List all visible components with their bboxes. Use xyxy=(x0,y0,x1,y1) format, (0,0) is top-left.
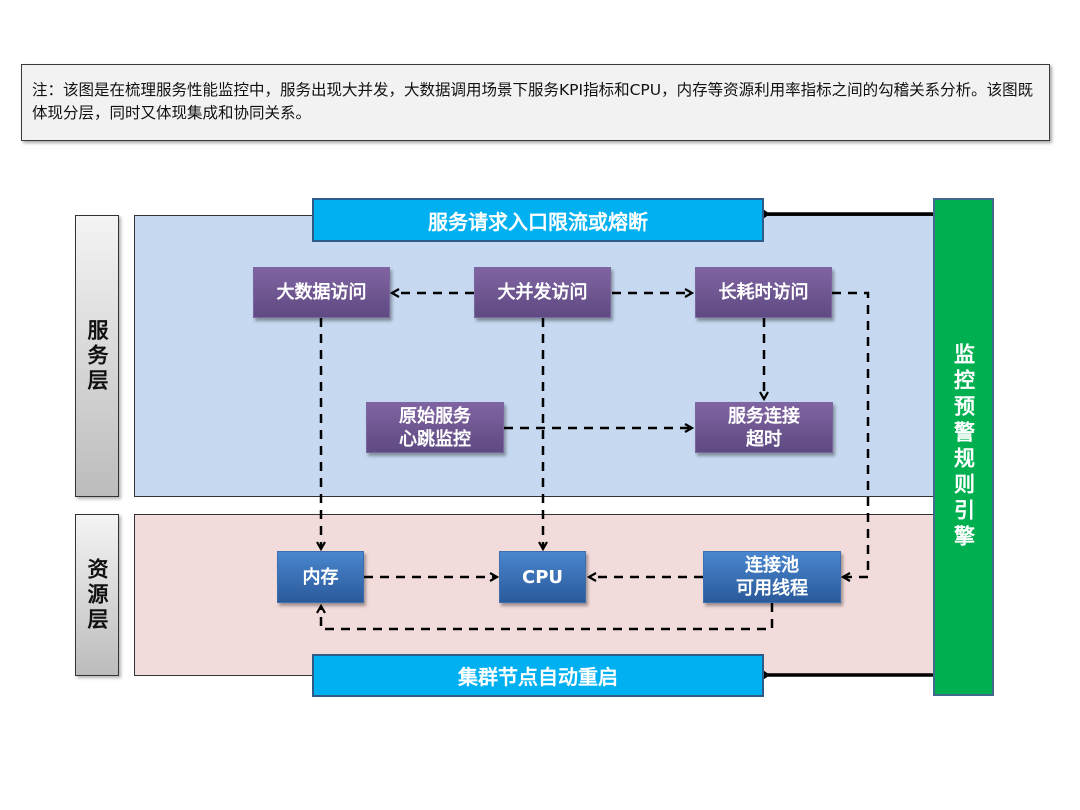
node-connection-timeout-label: 服务连接 超时 xyxy=(728,405,800,450)
service-layer-label: 服务层 xyxy=(75,215,119,497)
node-connection-timeout: 服务连接 超时 xyxy=(695,402,833,453)
node-high-concurrency-access-label: 大并发访问 xyxy=(497,282,588,303)
service-layer-label-text: 服务层 xyxy=(85,318,109,394)
node-heartbeat-monitor: 原始服务 心跳监控 xyxy=(366,402,504,453)
node-connection-pool-label: 连接池 可用线程 xyxy=(736,555,808,599)
cluster-node-restart-bar: 集群节点自动重启 xyxy=(312,654,764,697)
annotation-note: 注：该图是在梳理服务性能监控中，服务出现大并发，大数据调用场景下服务KPI指标和… xyxy=(21,64,1050,141)
node-cpu-label: CPU xyxy=(521,566,564,588)
rate-limit-circuit-breaker-label: 服务请求入口限流或熔断 xyxy=(428,209,648,234)
node-long-duration-access: 长耗时访问 xyxy=(695,267,832,318)
node-memory-label: 内存 xyxy=(302,566,339,588)
cluster-node-restart-label: 集群节点自动重启 xyxy=(458,665,618,689)
node-big-data-access: 大数据访问 xyxy=(253,267,390,318)
node-heartbeat-monitor-label: 原始服务 心跳监控 xyxy=(399,405,471,450)
service-layer-panel xyxy=(134,215,934,497)
node-high-concurrency-access: 大并发访问 xyxy=(474,267,611,318)
node-long-duration-access-label: 长耗时访问 xyxy=(718,282,809,303)
annotation-note-text: 注：该图是在梳理服务性能监控中，服务出现大并发，大数据调用场景下服务KPI指标和… xyxy=(32,81,1034,122)
resource-layer-label: 资源层 xyxy=(75,514,119,676)
node-memory: 内存 xyxy=(277,551,364,603)
resource-layer-label-text: 资源层 xyxy=(85,557,109,633)
node-connection-pool: 连接池 可用线程 xyxy=(703,551,841,603)
node-big-data-access-label: 大数据访问 xyxy=(276,282,367,303)
rate-limit-circuit-breaker-bar: 服务请求入口限流或熔断 xyxy=(312,198,764,242)
monitoring-alert-rule-engine-label: 监控预警规则引擎 xyxy=(951,343,976,551)
node-cpu: CPU xyxy=(499,551,586,603)
monitoring-alert-rule-engine: 监控预警规则引擎 xyxy=(933,198,994,696)
